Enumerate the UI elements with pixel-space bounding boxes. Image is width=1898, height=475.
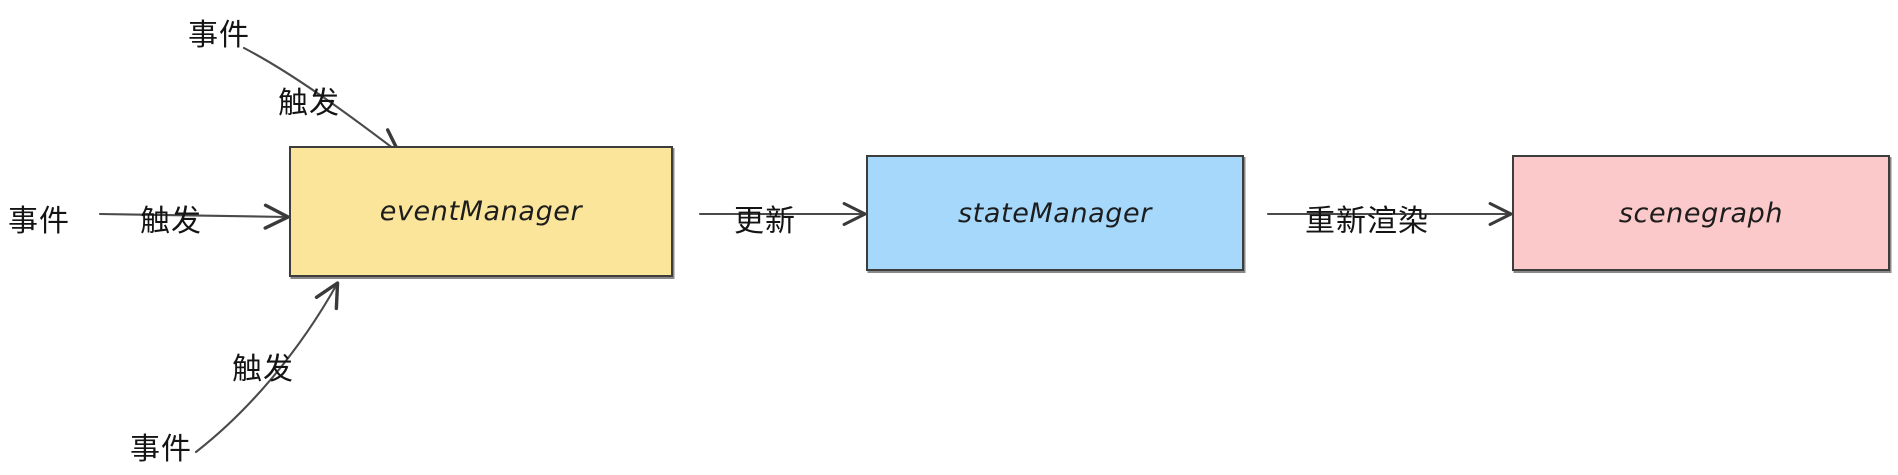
node-scenegraph-label: scenegraph bbox=[1618, 197, 1784, 229]
label-event-middle: 事件 bbox=[8, 204, 70, 239]
label-trigger-top: 触发 bbox=[278, 86, 340, 121]
node-state-manager-label: stateManager bbox=[958, 197, 1152, 229]
label-trigger-middle: 触发 bbox=[140, 204, 202, 239]
connector-event-middle bbox=[98, 203, 290, 230]
label-update: 更新 bbox=[734, 204, 796, 239]
label-trigger-bottom: 触发 bbox=[232, 352, 294, 387]
node-scenegraph[interactable]: scenegraph bbox=[1512, 155, 1890, 271]
node-state-manager[interactable]: stateManager bbox=[866, 155, 1244, 271]
node-event-manager-label: eventManager bbox=[379, 196, 583, 227]
connector-event-bottom bbox=[194, 281, 340, 454]
node-event-manager[interactable]: eventManager bbox=[289, 146, 673, 277]
label-rerender: 重新渲染 bbox=[1305, 204, 1429, 239]
label-event-top: 事件 bbox=[188, 18, 250, 53]
connector-event-top bbox=[242, 46, 401, 155]
label-event-bottom: 事件 bbox=[130, 432, 192, 467]
